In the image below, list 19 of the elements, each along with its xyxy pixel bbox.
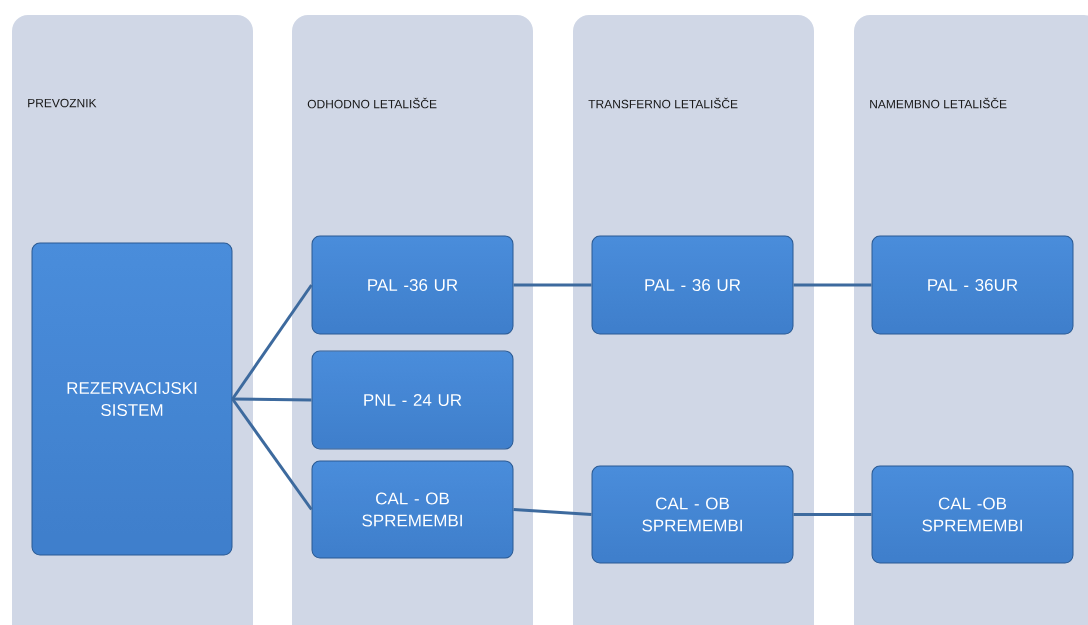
process-box: REZERVACIJSKI SISTEM: [31, 242, 233, 556]
connector-line: [513, 283, 592, 287]
process-box: PAL - 36 UR: [591, 235, 794, 335]
connector-line: [793, 283, 872, 287]
column-heading: TRANSFERNO LETALIŠČE: [588, 97, 738, 109]
process-box: PAL -36 UR: [311, 235, 514, 335]
process-box: CAL - OB SPREMEMBI: [311, 460, 514, 559]
connector-line: [793, 513, 872, 516]
process-box: CAL - OB SPREMEMBI: [591, 465, 794, 564]
connector-line: [513, 508, 592, 516]
connector-line: [231, 284, 313, 400]
process-box: PAL - 36UR: [871, 235, 1074, 335]
column-heading: ODHODNO LETALIŠČE: [307, 97, 437, 109]
connector-line: [231, 398, 313, 511]
column-heading: PREVOZNIK: [28, 98, 97, 108]
column-heading: NAMEMBNO LETALIŠČE: [870, 97, 1007, 109]
connector-line: [232, 397, 312, 402]
process-box: CAL -OB SPREMEMBI: [871, 465, 1074, 564]
process-box: PNL - 24 UR: [311, 350, 514, 450]
